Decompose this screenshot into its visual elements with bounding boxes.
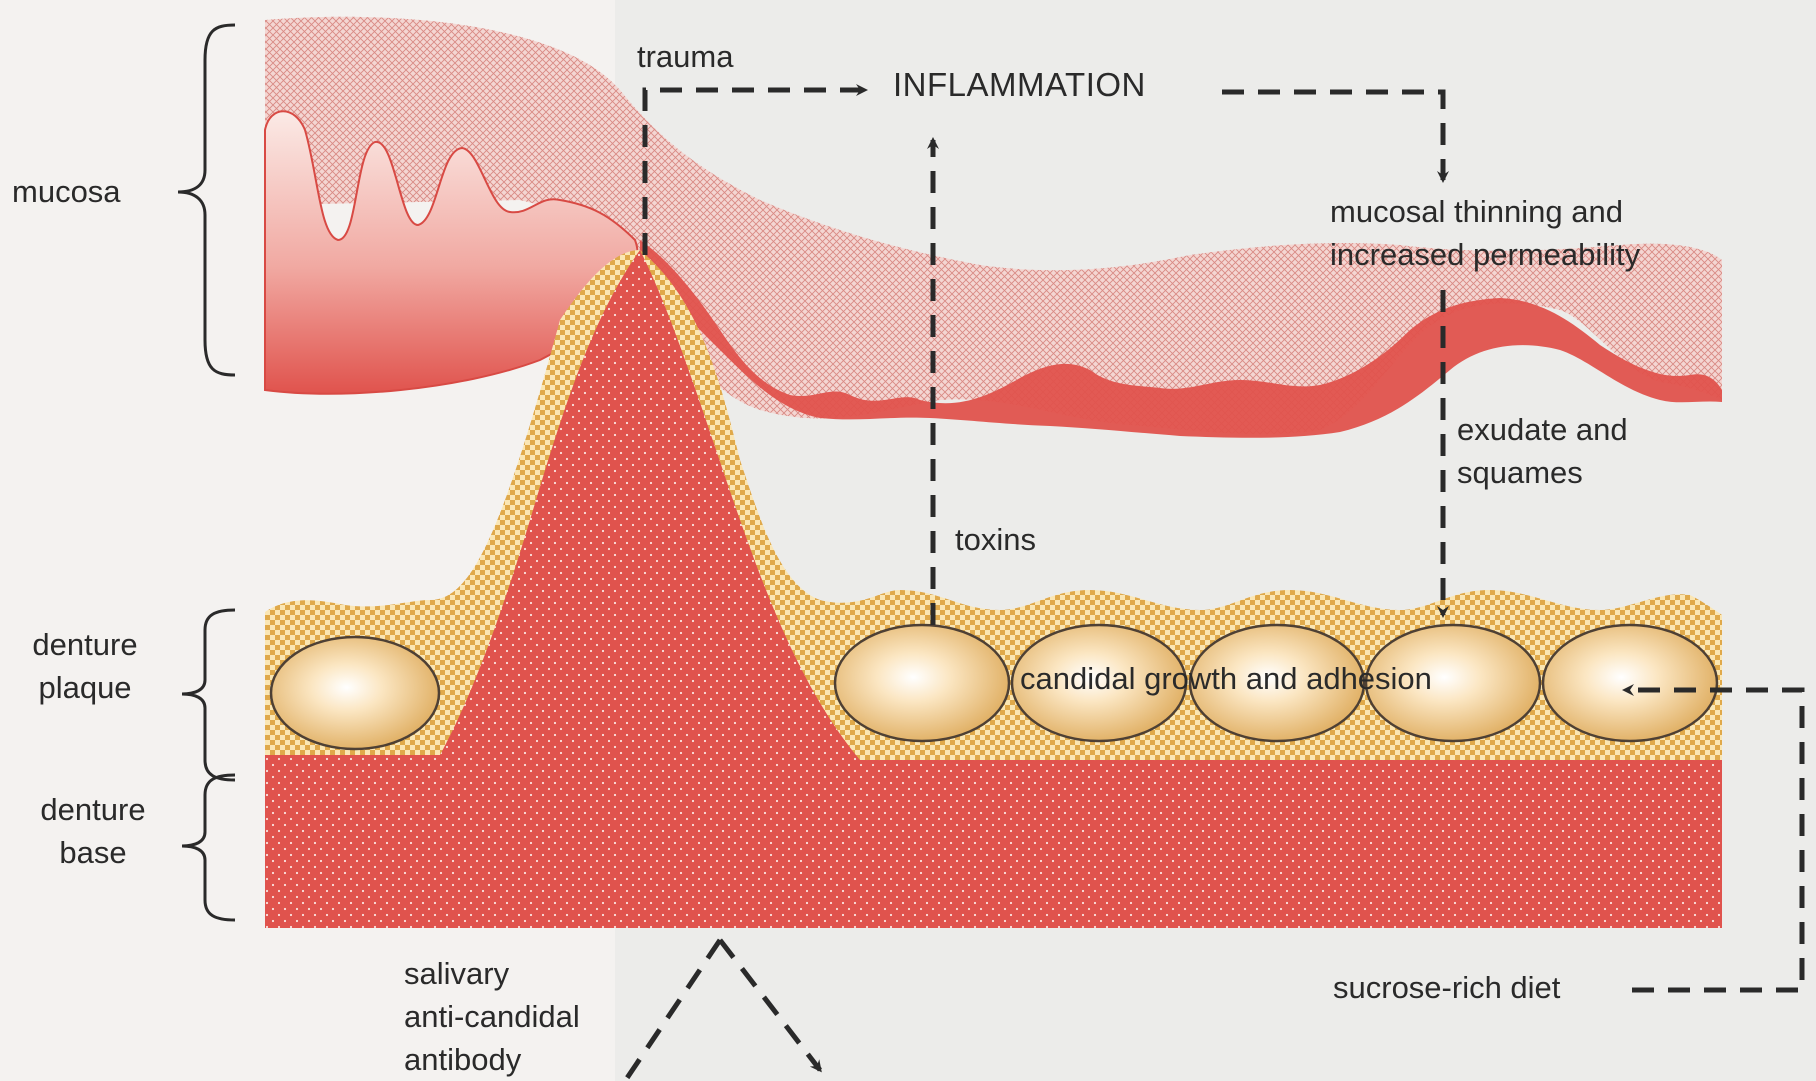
trauma-label: trauma bbox=[637, 35, 733, 78]
candidal-growth-label: candidal growth and adhesion bbox=[1020, 657, 1432, 700]
exudate-label: exudate and squames bbox=[1457, 408, 1628, 494]
exudate-line2: squames bbox=[1457, 451, 1628, 494]
toxins-label: toxins bbox=[955, 518, 1036, 561]
candida-cell bbox=[271, 637, 439, 749]
salivary-line2: anti-candidal bbox=[404, 995, 580, 1038]
exudate-line1: exudate and bbox=[1457, 408, 1628, 451]
mucosal-thinning-line2: increased permeability bbox=[1330, 233, 1640, 276]
denture-base-label: denture base bbox=[18, 788, 168, 874]
denture-plaque-label-line2: plaque bbox=[10, 666, 160, 709]
mucosal-thinning-line1: mucosal thinning and bbox=[1330, 190, 1640, 233]
brackets bbox=[178, 25, 235, 920]
denture-base-label-line2: base bbox=[18, 831, 168, 874]
candida-cell bbox=[1543, 625, 1717, 741]
inflammation-label: INFLAMMATION bbox=[893, 63, 1146, 106]
denture-base-bracket bbox=[182, 775, 235, 920]
candida-cell bbox=[835, 625, 1009, 741]
salivary-line1: salivary bbox=[404, 952, 580, 995]
inflammation-to-thinning-arrow bbox=[1222, 92, 1443, 180]
salivary-antibody-label: salivary anti-candidal antibody bbox=[404, 952, 580, 1081]
mucosa-label: mucosa bbox=[12, 170, 121, 213]
denture-plaque-bracket bbox=[182, 610, 235, 780]
denture-plaque-label: denture plaque bbox=[10, 623, 160, 709]
denture-base-label-line1: denture bbox=[18, 788, 168, 831]
mucosal-thinning-label: mucosal thinning and increased permeabil… bbox=[1330, 190, 1640, 276]
denture-plaque-label-line1: denture bbox=[10, 623, 160, 666]
antibody-arrow-left bbox=[625, 940, 720, 1081]
sucrose-diet-label: sucrose-rich diet bbox=[1333, 966, 1560, 1009]
mucosa-bracket bbox=[178, 25, 235, 375]
antibody-arrow-right bbox=[720, 940, 820, 1070]
salivary-line3: antibody bbox=[404, 1038, 580, 1081]
